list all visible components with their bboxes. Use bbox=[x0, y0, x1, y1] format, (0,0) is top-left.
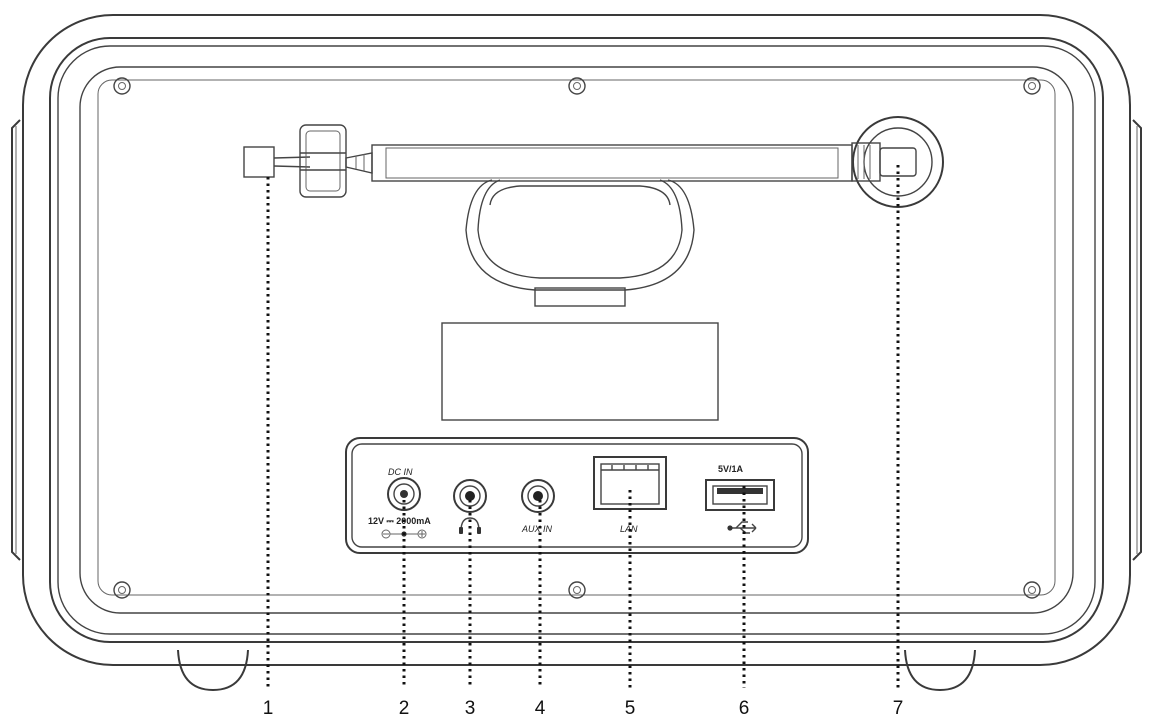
outer-housing bbox=[22, 14, 1131, 666]
callout-number-5: 5 bbox=[625, 698, 636, 719]
label-plate bbox=[441, 322, 719, 421]
callout-number-3: 3 bbox=[465, 698, 476, 719]
back-panel bbox=[57, 45, 1096, 635]
connector-panel: DC IN 12V ⎓ 2000mA bbox=[345, 437, 809, 554]
back-plate bbox=[97, 79, 1056, 596]
antenna-clip bbox=[243, 146, 275, 178]
screw-bottom-left bbox=[113, 581, 131, 599]
usb-rating-label: 5V/1A bbox=[718, 464, 744, 474]
carry-handle bbox=[465, 179, 695, 307]
usb-port: 5V/1A bbox=[705, 464, 775, 534]
callout-number-6: 6 bbox=[739, 698, 750, 719]
side-grilles bbox=[11, 119, 1142, 561]
aux-in-label: AUX IN bbox=[521, 524, 553, 534]
callout-number-7: 7 bbox=[893, 698, 904, 719]
aux-in-jack: AUX IN bbox=[521, 479, 555, 534]
callout-leaders bbox=[266, 165, 900, 688]
headphone-jack bbox=[453, 479, 487, 534]
screw-top-center bbox=[568, 77, 586, 95]
radio-feet bbox=[177, 649, 976, 692]
screw-bottom-center bbox=[568, 581, 586, 599]
dc-rating-label: 12V ⎓ 2000mA bbox=[368, 516, 431, 526]
callout-number-4: 4 bbox=[535, 698, 546, 719]
dc-in-socket: DC IN 12V ⎓ 2000mA bbox=[368, 467, 431, 539]
lan-port: LAN bbox=[593, 456, 667, 534]
antenna-holder bbox=[299, 124, 347, 198]
headphone-icon bbox=[459, 517, 481, 534]
screws bbox=[113, 77, 1041, 599]
telescopic-antenna bbox=[243, 116, 944, 208]
usb-icon bbox=[727, 521, 757, 534]
antenna-pivot bbox=[851, 116, 944, 208]
dc-in-label: DC IN bbox=[388, 467, 413, 477]
screw-bottom-right bbox=[1023, 581, 1041, 599]
callout-number-1: 1 bbox=[263, 698, 274, 719]
screw-top-right bbox=[1023, 77, 1041, 95]
housing-bezel bbox=[49, 37, 1104, 643]
screw-top-left bbox=[113, 77, 131, 95]
callout-numbers: 1 2 3 4 5 6 7 bbox=[263, 698, 904, 719]
callout-number-2: 2 bbox=[399, 698, 410, 719]
back-panel-inner bbox=[79, 66, 1074, 614]
